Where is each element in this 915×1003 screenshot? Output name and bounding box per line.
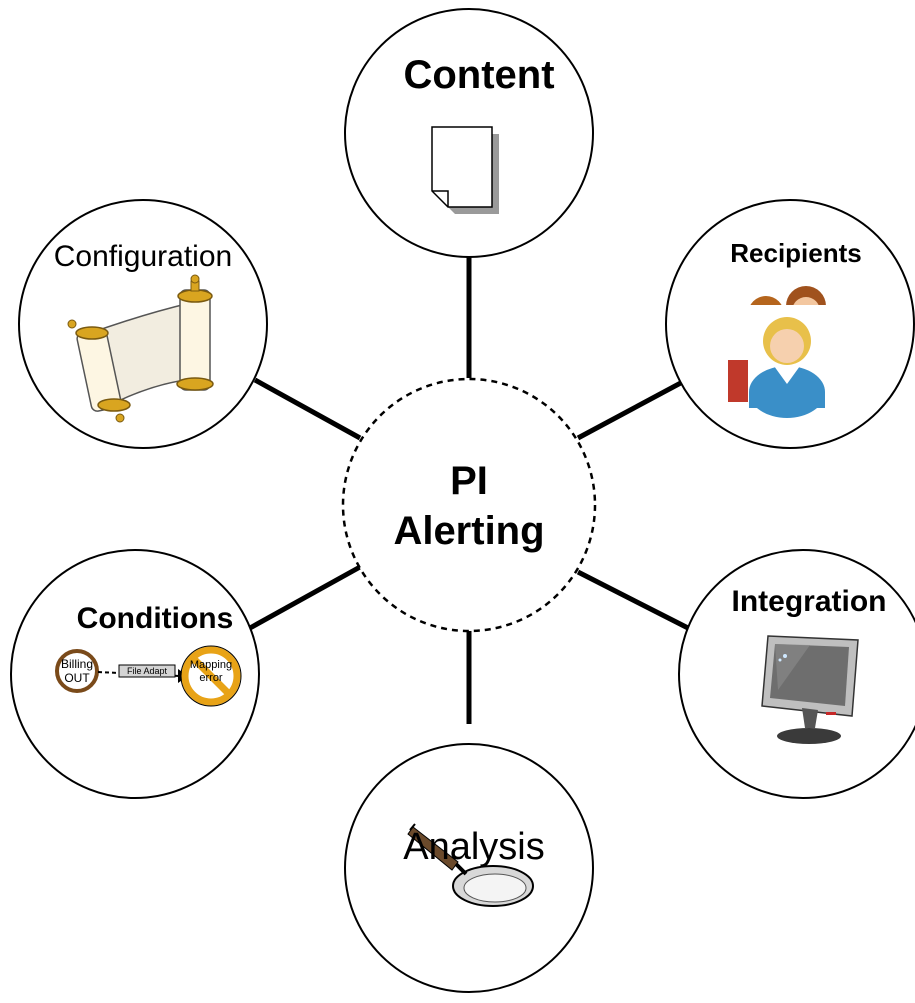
connectors: [248, 257, 692, 724]
magnifying-glass-icon: [407, 823, 534, 907]
recipients-label: Recipients: [730, 238, 862, 268]
scroll-icon: [67, 274, 214, 423]
mapping-error-label: Mapping error: [189, 659, 233, 684]
center-node: [341, 377, 597, 633]
process-flow-icon: [55, 645, 242, 707]
file-adapt-label: File Adapt: [126, 666, 168, 676]
connector-recipients: [576, 375, 692, 441]
people-icon: [724, 286, 848, 418]
connector-integration: [576, 569, 690, 631]
analysis-node: [344, 743, 594, 993]
conditions-label: Conditions: [76, 602, 234, 635]
integration-label: Integration: [731, 585, 887, 618]
analysis-label: Analysis: [403, 826, 545, 868]
center-label-line2: Alerting: [393, 509, 545, 553]
connector-conditions: [248, 564, 362, 631]
content-label: Content: [403, 53, 555, 97]
billing-out-label: Billing OUT: [60, 657, 93, 685]
connector-configuration: [253, 377, 362, 441]
billing-out-step-icon: [55, 649, 99, 693]
monitor-icon: [761, 635, 859, 744]
configuration-label: Configuration: [53, 240, 233, 273]
document-icon: [431, 126, 499, 214]
center-label-line1: PI: [450, 459, 488, 503]
